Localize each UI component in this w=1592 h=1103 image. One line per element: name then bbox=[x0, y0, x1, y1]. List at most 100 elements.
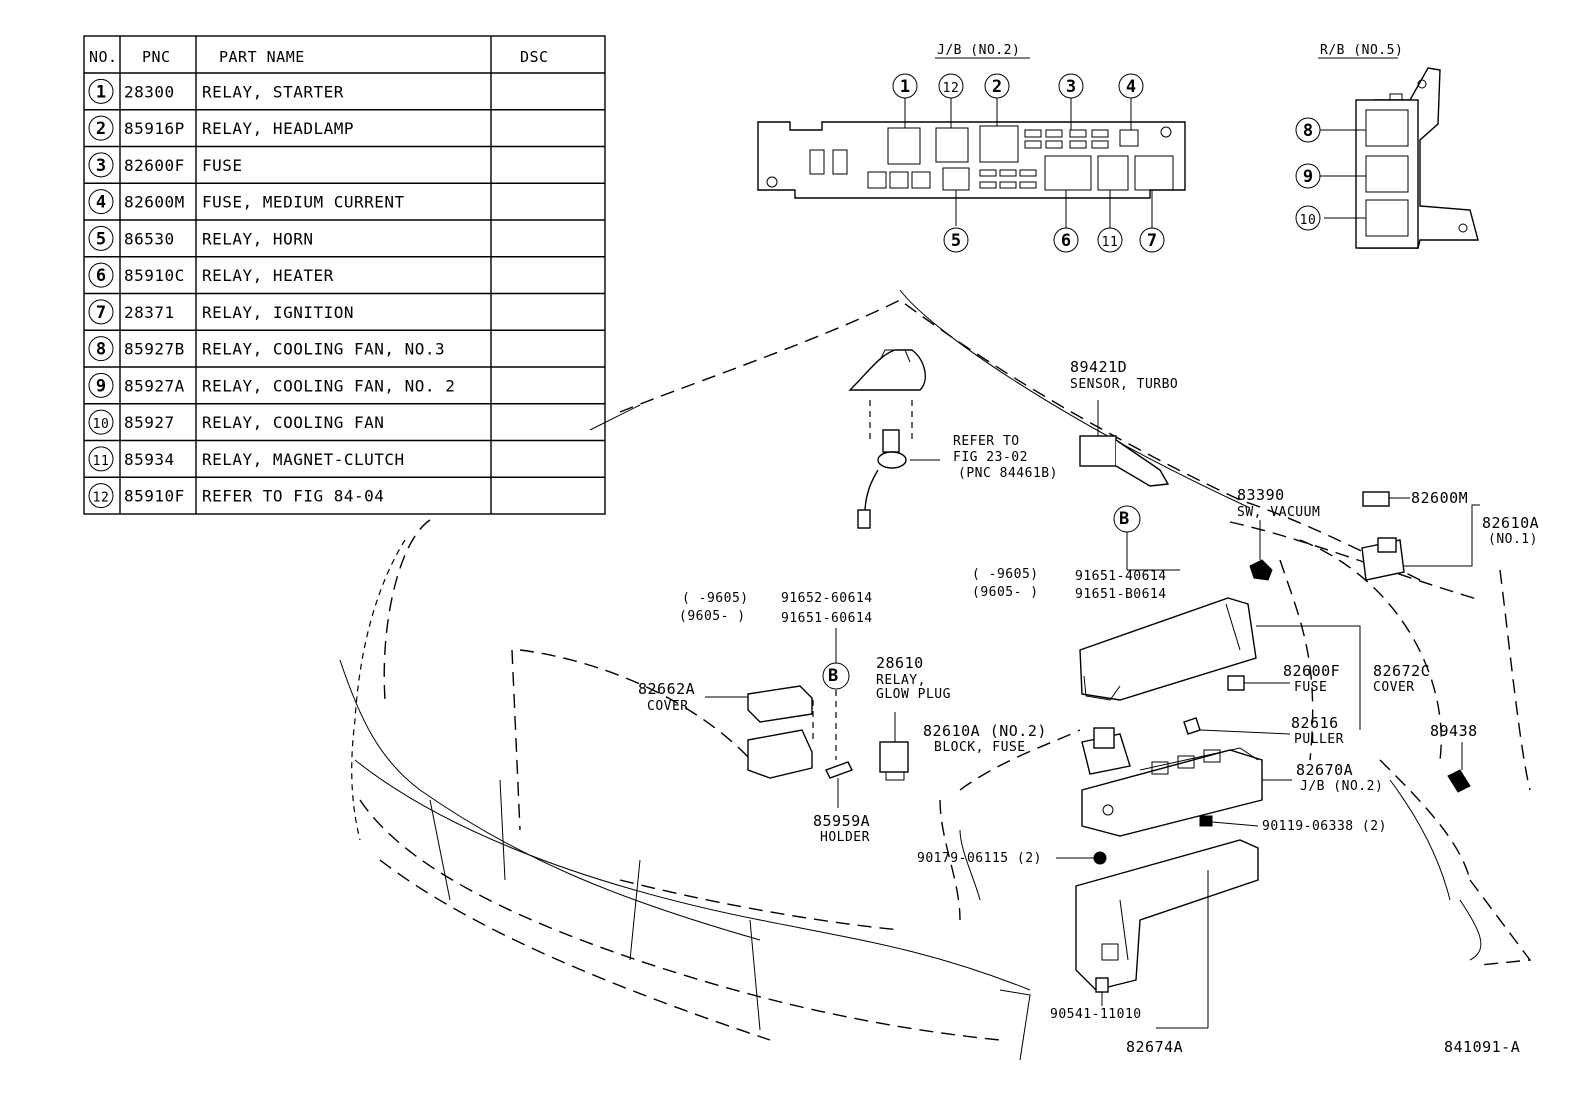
header-part-name: PART NAME bbox=[219, 48, 305, 66]
header-dsc: DSC bbox=[520, 48, 549, 66]
nut-90179-part bbox=[1056, 851, 1107, 865]
row-number: 8 bbox=[96, 340, 106, 360]
callout-2: 2 bbox=[984, 73, 1010, 99]
row-number-circle bbox=[88, 225, 114, 251]
header-pnc: PNC bbox=[142, 48, 171, 66]
svg-text:10: 10 bbox=[1300, 213, 1317, 228]
label-89421d-name: SENSOR, TURBO bbox=[1070, 377, 1178, 392]
label-82616-name: PULLER bbox=[1294, 732, 1344, 747]
screw-90541-part bbox=[1095, 977, 1109, 1006]
label-82662a: 82662A bbox=[638, 680, 695, 698]
junction-block-part bbox=[1081, 747, 1292, 837]
row-number-circle bbox=[88, 336, 114, 362]
row-part-name: FUSE bbox=[202, 156, 243, 175]
label-82672c-name: COVER bbox=[1373, 680, 1415, 695]
row-pnc: 85916P bbox=[124, 119, 185, 138]
slot-7 bbox=[1134, 155, 1174, 191]
sensor-89438-part bbox=[1447, 742, 1471, 793]
table-row: 11 85934 RELAY, MAGNET-CLUTCH bbox=[88, 446, 405, 472]
row-number-circle bbox=[88, 115, 114, 141]
row-number-circle bbox=[88, 483, 114, 509]
svg-text:1: 1 bbox=[900, 77, 910, 97]
bolt-right-range2: (9605- ) bbox=[972, 585, 1039, 600]
callout-4: 4 bbox=[1118, 73, 1144, 99]
svg-text:6: 6 bbox=[1061, 231, 1071, 251]
row-number-circle bbox=[88, 262, 114, 288]
row-pnc: 85910C bbox=[124, 266, 185, 285]
label-82610a-no1: 82610A bbox=[1482, 514, 1539, 532]
row-number: 6 bbox=[96, 266, 106, 286]
row-number: 11 bbox=[93, 454, 110, 469]
row-part-name: RELAY, MAGNET-CLUTCH bbox=[202, 450, 405, 469]
label-83390: 83390 bbox=[1237, 486, 1285, 504]
label-89421d: 89421D bbox=[1070, 358, 1127, 376]
row-pnc: 85927B bbox=[124, 340, 185, 359]
slot-1 bbox=[887, 127, 921, 165]
jb-inset-title: J/B (NO.2) bbox=[937, 43, 1020, 58]
callout-11: 11 bbox=[1097, 227, 1123, 253]
row-part-name: RELAY, STARTER bbox=[202, 82, 344, 101]
row-pnc: 28371 bbox=[124, 303, 175, 322]
label-82610a-no2: 82610A (NO.2) bbox=[923, 722, 1047, 740]
row-number-circle bbox=[88, 409, 114, 435]
label-90541: 90541-11010 bbox=[1050, 1007, 1142, 1022]
slot-3-fuses bbox=[1024, 129, 1109, 149]
fuse-part bbox=[1227, 675, 1290, 691]
svg-text:4: 4 bbox=[1126, 77, 1136, 97]
row-number-circle bbox=[88, 372, 114, 398]
svg-text:8: 8 bbox=[1303, 121, 1313, 141]
marker-b-right-letter: B bbox=[1119, 509, 1129, 529]
callout-12: 12 bbox=[938, 73, 964, 99]
callout-7: 7 bbox=[1139, 227, 1165, 253]
bracket-part bbox=[1075, 839, 1259, 1029]
row-number: 7 bbox=[96, 303, 106, 323]
svg-text:7: 7 bbox=[1147, 231, 1157, 251]
label-82670a-name: J/B (NO.2) bbox=[1300, 779, 1383, 794]
label-90179: 90179-06115 (2) bbox=[917, 851, 1042, 866]
slot-12 bbox=[935, 127, 969, 163]
label-82600f-name: FUSE bbox=[1294, 680, 1327, 695]
label-89438: 89438 bbox=[1430, 722, 1478, 740]
label-82672c: 82672C bbox=[1373, 662, 1430, 680]
row-number: 1 bbox=[96, 82, 106, 102]
row-number: 3 bbox=[96, 156, 106, 176]
fuse-cover-part bbox=[1079, 597, 1361, 730]
fuse-block-no2-part bbox=[1081, 727, 1131, 775]
turbo-sensor-part bbox=[1079, 400, 1170, 487]
refer-fig-line1: REFER TO bbox=[953, 434, 1020, 449]
label-28610: 28610 bbox=[876, 654, 924, 672]
svg-text:12: 12 bbox=[943, 81, 960, 96]
callout-5: 5 bbox=[943, 227, 969, 253]
callout-10: 10 bbox=[1295, 205, 1321, 231]
row-part-name: RELAY, COOLING FAN bbox=[202, 413, 384, 432]
bolt-left-range2: (9605- ) bbox=[679, 609, 746, 624]
glow-plug-relay-part bbox=[879, 712, 909, 781]
label-82600f: 82600F bbox=[1283, 662, 1340, 680]
holder-part bbox=[825, 761, 853, 808]
row-pnc: 82600M bbox=[124, 193, 185, 212]
row-pnc: 85934 bbox=[124, 450, 175, 469]
label-85959a: 85959A bbox=[813, 812, 870, 830]
row-number: 10 bbox=[93, 417, 110, 432]
callout-labels: REFER TO FIG 23-02 (PNC 84461B) 89421D S… bbox=[638, 358, 1539, 1056]
row-part-name: RELAY, HORN bbox=[202, 229, 313, 248]
vacuum-switch-part bbox=[1249, 520, 1273, 581]
row-number-circle bbox=[88, 78, 114, 104]
vehicle-outline bbox=[339, 289, 1532, 1061]
label-28610-name1: RELAY, bbox=[876, 673, 926, 688]
slot-9 bbox=[1365, 155, 1409, 193]
row-part-name: RELAY, IGNITION bbox=[202, 303, 354, 322]
row-number: 4 bbox=[96, 193, 106, 213]
figure-id: 841091-A bbox=[1444, 1038, 1520, 1056]
callout-1: 1 bbox=[892, 73, 918, 99]
